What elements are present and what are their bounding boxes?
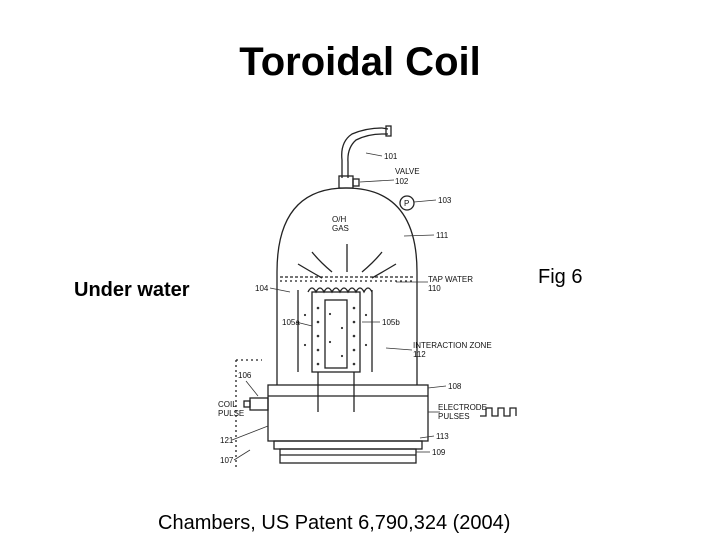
label-coil: COIL [218,400,237,409]
valve-cap [352,178,360,187]
label-tap-water: TAP WATER [428,275,473,284]
outer-electrode [311,291,361,373]
label-110: 110 [428,284,441,293]
base-plate [273,440,423,450]
label-121: 121 [220,436,234,445]
coil-connector-tip [243,400,251,408]
slide-title: Toroidal Coil [239,40,481,84]
label-103: 103 [438,196,452,205]
dome-outline [276,187,418,385]
label-pulses: PULSES [438,412,470,421]
label-109: 109 [432,448,446,457]
pressure-gauge [399,195,415,211]
label-valve: VALVE [395,167,420,176]
label-102: 102 [395,177,409,186]
inner-electrode [324,299,348,369]
label-gas: GAS [332,224,349,233]
label-gauge-p: P [404,199,409,208]
electrode-pulse-wave [480,407,517,417]
gas-arrow-right [361,251,383,273]
label-interaction-zone: INTERACTION ZONE [413,341,492,350]
label-113: 113 [436,432,449,441]
pipe-end [385,125,392,137]
label-pulse: PULSE [218,409,244,418]
coil-connector [249,397,269,411]
label-oh: O/H [332,215,346,224]
gas-arrow-left2 [297,263,323,279]
label-electrode: ELECTRODE [438,403,487,412]
label-111: 111 [436,231,449,240]
label-106: 106 [238,371,252,380]
label-112: 112 [413,350,426,359]
label-105b: 105b [382,318,400,327]
figure-number-caption: Fig 6 [538,266,583,288]
label-104: 104 [255,284,269,293]
label-107: 107 [220,456,234,465]
valve-body [338,175,354,189]
patent-citation: Chambers, US Patent 6,790,324 (2004) [158,512,511,534]
bubble-dots [303,306,368,366]
gas-arrow-right2 [371,263,397,279]
label-101: 101 [384,152,398,161]
base-foot [279,448,417,464]
label-108: 108 [448,382,462,391]
leader-lines [231,152,447,461]
base-housing [267,384,429,442]
label-105a: 105a [282,318,300,327]
outlet-pipe-inner [347,133,388,178]
under-water-caption: Under water [74,279,190,301]
gas-arrow-left [311,251,333,273]
outlet-pipe [341,127,389,178]
dashed-frame [235,359,262,470]
